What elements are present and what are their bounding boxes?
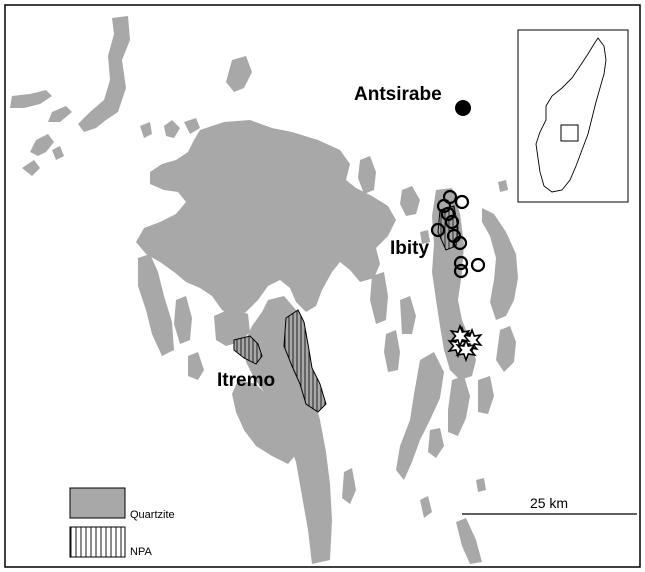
npa-itremo-west (233, 335, 263, 365)
legend-label-quartzite: Quartzite (130, 509, 175, 521)
star-markers (447, 323, 483, 363)
scale-bar-label: 25 km (530, 495, 568, 511)
legend: Quartzite NPA (69, 487, 175, 558)
star-marker-icon (449, 323, 471, 349)
madagascar-inset-map (517, 29, 629, 203)
open-circle-marker-icon (440, 206, 456, 222)
legend-swatch-npa (69, 526, 126, 558)
city-dot-icon (455, 100, 471, 116)
place-label-antsirabe: Antsirabe (354, 84, 442, 105)
npa-itremo-east (283, 309, 327, 413)
legend-swatch-quartzite (69, 487, 126, 519)
open-circle-marker-icon (444, 214, 460, 230)
quartzite-outcrops (10, 16, 518, 564)
open-circle-marker-icon (430, 222, 446, 238)
place-label-ibity: Ibity (390, 238, 429, 259)
open-circle-marker-icon (436, 198, 452, 214)
inset-study-area-box (560, 124, 579, 142)
legend-label-npa: NPA (130, 546, 152, 558)
open-circle-marker-icon (453, 255, 469, 271)
open-circle-marker-icon (470, 257, 486, 273)
madagascar-outline (535, 37, 607, 193)
open-circle-markers (430, 189, 486, 279)
star-marker-icon (455, 337, 477, 363)
place-label-itremo: Itremo (217, 370, 275, 391)
open-circle-marker-icon (452, 235, 468, 251)
scale-bar: 25 km (462, 495, 637, 515)
open-circle-marker-icon (453, 263, 469, 279)
open-circle-marker-icon (454, 194, 470, 210)
